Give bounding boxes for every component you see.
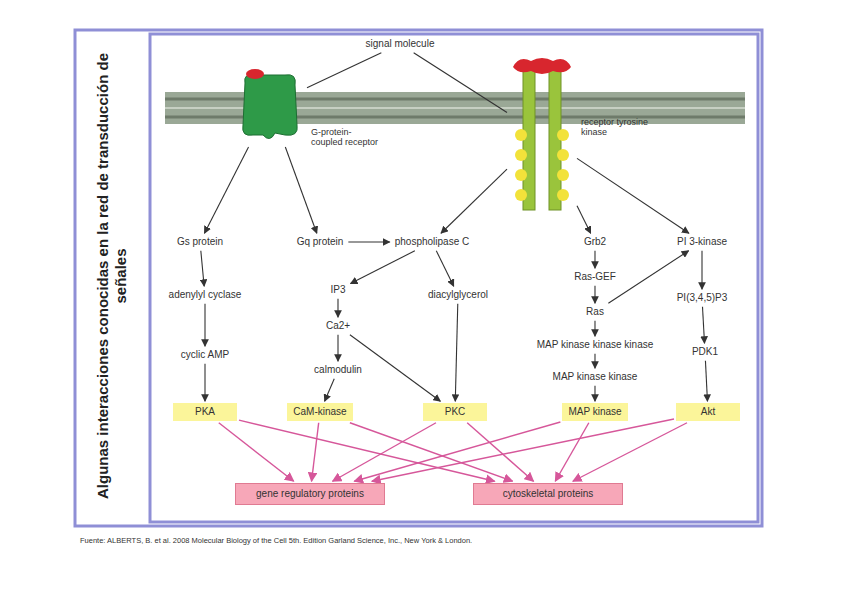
target-arrow <box>573 423 687 482</box>
kinase-box: Akt <box>676 403 740 421</box>
pathway-arrow <box>414 53 507 113</box>
signal-protein: Ras <box>583 305 607 319</box>
inner-frame <box>150 34 758 522</box>
node-text: Grb2 <box>584 236 606 248</box>
signal-protein: calmodulin <box>311 363 365 377</box>
pathway-arrow <box>594 286 595 304</box>
pathway-arrow <box>325 379 335 402</box>
node-text: cyclic AMP <box>181 349 229 361</box>
node-text: CaM-kinase <box>293 406 346 418</box>
node-text: Ras <box>586 306 604 318</box>
node-text: PDK1 <box>692 346 718 358</box>
node-text: receptor tyrosine kinase <box>581 117 651 138</box>
signal-protein: diacylglycerol <box>425 288 491 302</box>
pathway-arrow <box>337 299 338 318</box>
signal-protein: MAP kinase kinase <box>550 370 641 384</box>
pathway-arrow <box>577 206 591 234</box>
target-arrow <box>354 422 560 481</box>
node-text: MAP kinase kinase kinase <box>537 339 654 351</box>
signal-protein: Grb2 <box>581 235 609 249</box>
node-text: IP3 <box>330 284 345 296</box>
node-text: adenylyl cyclase <box>169 289 242 301</box>
node-text: PKC <box>429 406 481 418</box>
pathway-arrow <box>204 364 205 402</box>
kinase-box: PKA <box>173 403 237 421</box>
pathway-arrow <box>204 304 205 347</box>
node-text: Ca2+ <box>326 320 350 332</box>
pathway-arrow <box>594 251 595 269</box>
node-text: phospholipase C <box>395 236 470 248</box>
signal-label: signal molecule <box>362 37 439 51</box>
node-text: Ras-GEF <box>574 271 616 283</box>
pathway-arrow <box>702 307 704 344</box>
gpcr-receptor: G-protein-coupled receptor <box>235 65 305 145</box>
pathway-arrow <box>455 304 458 402</box>
signal-protein: PI 3-kinase <box>674 235 730 249</box>
target-box: gene regulatory proteins <box>235 483 385 505</box>
pathway-arrow <box>204 147 248 233</box>
node-text: gene regulatory proteins <box>246 488 374 500</box>
signal-protein: MAP kinase kinase kinase <box>534 338 657 352</box>
signal-protein: Gs protein <box>174 235 226 249</box>
target-box: cytoskeletal proteins <box>473 483 623 505</box>
node-text: PKA <box>179 406 231 418</box>
node-text: G-protein-coupled receptor <box>311 127 381 148</box>
kinase-box: CaM-kinase <box>287 403 352 421</box>
node-text: diacylglycerol <box>428 289 488 301</box>
signal-protein: Ca2+ <box>323 319 353 333</box>
pathway-arrow <box>594 321 595 337</box>
node-text: Gs protein <box>177 236 223 248</box>
pathway-arrow <box>201 251 204 287</box>
pathway-arrow <box>337 335 338 362</box>
node-text: cytoskeletal proteins <box>484 488 612 500</box>
signal-protein: Gq protein <box>294 235 347 249</box>
pathway-arrow <box>285 147 316 233</box>
source-caption: Fuente: ALBERTS, B. et al. 2008 Molecula… <box>80 536 770 545</box>
pathway-arrow <box>436 251 453 287</box>
signal-protein: PDK1 <box>689 345 721 359</box>
signal-protein: cyclic AMP <box>178 348 232 362</box>
rtk-receptor: receptor tyrosine kinase <box>509 55 575 215</box>
rtk-shape <box>509 55 575 215</box>
outer-frame <box>75 30 762 526</box>
kinase-box: PKC <box>423 403 487 421</box>
signal-protein: adenylyl cyclase <box>166 288 245 302</box>
pathway-arrow <box>307 53 381 88</box>
node-text: calmodulin <box>314 364 362 376</box>
pathway-arrow <box>594 386 595 402</box>
node-text: PI 3-kinase <box>677 236 727 248</box>
target-arrow <box>350 423 513 482</box>
node-text: Akt <box>682 406 734 418</box>
pathway-arrow <box>705 361 707 402</box>
pathway-arrow <box>577 158 689 233</box>
side-title: Algunas interacciones conocidas en la re… <box>94 46 130 506</box>
gpcr-shape <box>235 65 305 145</box>
target-arrow <box>467 423 533 482</box>
pathway-arrow <box>348 241 389 242</box>
target-arrow <box>312 423 319 482</box>
node-text: signal molecule <box>366 38 435 50</box>
node-text: MAP kinase kinase <box>553 371 638 383</box>
signal-protein: phospholipase C <box>392 235 473 249</box>
pathway-arrow <box>701 251 702 290</box>
node-text: Gq protein <box>297 236 344 248</box>
node-text: PI(3,4,5)P3 <box>677 292 728 304</box>
kinase-box: MAP kinase <box>562 403 627 421</box>
target-arrow <box>219 423 294 482</box>
target-arrow <box>555 423 589 482</box>
pathway-arrow <box>351 251 415 284</box>
node-text: MAP kinase <box>568 406 621 418</box>
signal-protein: Ras-GEF <box>571 270 619 284</box>
pathway-arrow <box>594 354 595 369</box>
target-arrow <box>372 419 674 481</box>
signal-protein: IP3 <box>327 283 348 297</box>
signal-protein: PI(3,4,5)P3 <box>674 291 731 305</box>
pathway-arrow <box>441 169 507 233</box>
